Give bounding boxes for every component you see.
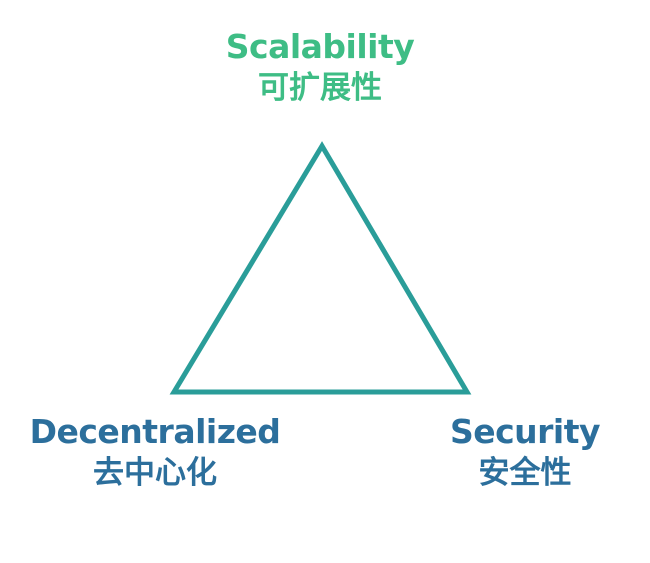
decentralized-label: Decentralized [29,412,281,451]
scalability-label-zh: 可扩展性 [258,70,382,106]
scalability-label: Scalability [225,27,415,66]
vertex-scalability: Scalability 可扩展性 [200,30,440,104]
triangle-outline [169,141,472,395]
vertex-decentralized: Decentralized 去中心化 [10,415,300,489]
security-label-zh: 安全性 [478,455,572,491]
security-label: Security [449,412,601,451]
decentralized-label-zh: 去中心化 [93,455,217,491]
vertex-security: Security 安全性 [430,415,620,489]
